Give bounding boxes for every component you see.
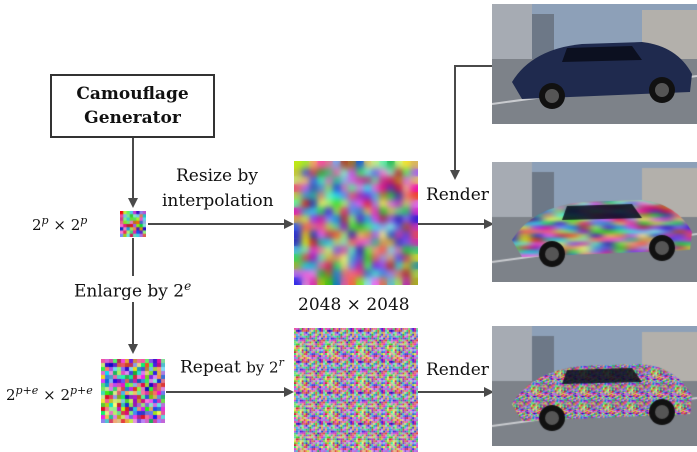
resize-label: Resize by [176,166,258,186]
arrow-reference-car [450,65,492,180]
generator-line1: Camouflage [76,84,189,104]
repeat-label: Repeat by 2r [180,356,284,378]
camouflage-generator-box: Camouflage Generator [50,74,215,138]
generator-line2: Generator [84,108,181,128]
large-camouflage-tile [101,359,165,423]
large-tile-size-label: 2p+e × 2p+e [6,384,93,404]
reference-car-photo [492,4,697,124]
rendered-car-repeated [492,326,697,446]
interpolation-label: interpolation [162,191,274,211]
car-scene-1 [492,4,697,124]
resized-camouflage-texture [294,161,418,285]
small-camouflage-tile [120,211,146,237]
render-label-bottom: Render [426,360,489,380]
rendered-car-interpolated [492,162,697,282]
small-tile-size-label: 2p × 2p [32,214,88,234]
render-label-top: Render [426,185,489,205]
texture-size-label: 2048 × 2048 [298,295,410,315]
repeated-camouflage-texture [294,328,418,452]
enlarge-label: Enlarge by 2e [74,279,192,302]
